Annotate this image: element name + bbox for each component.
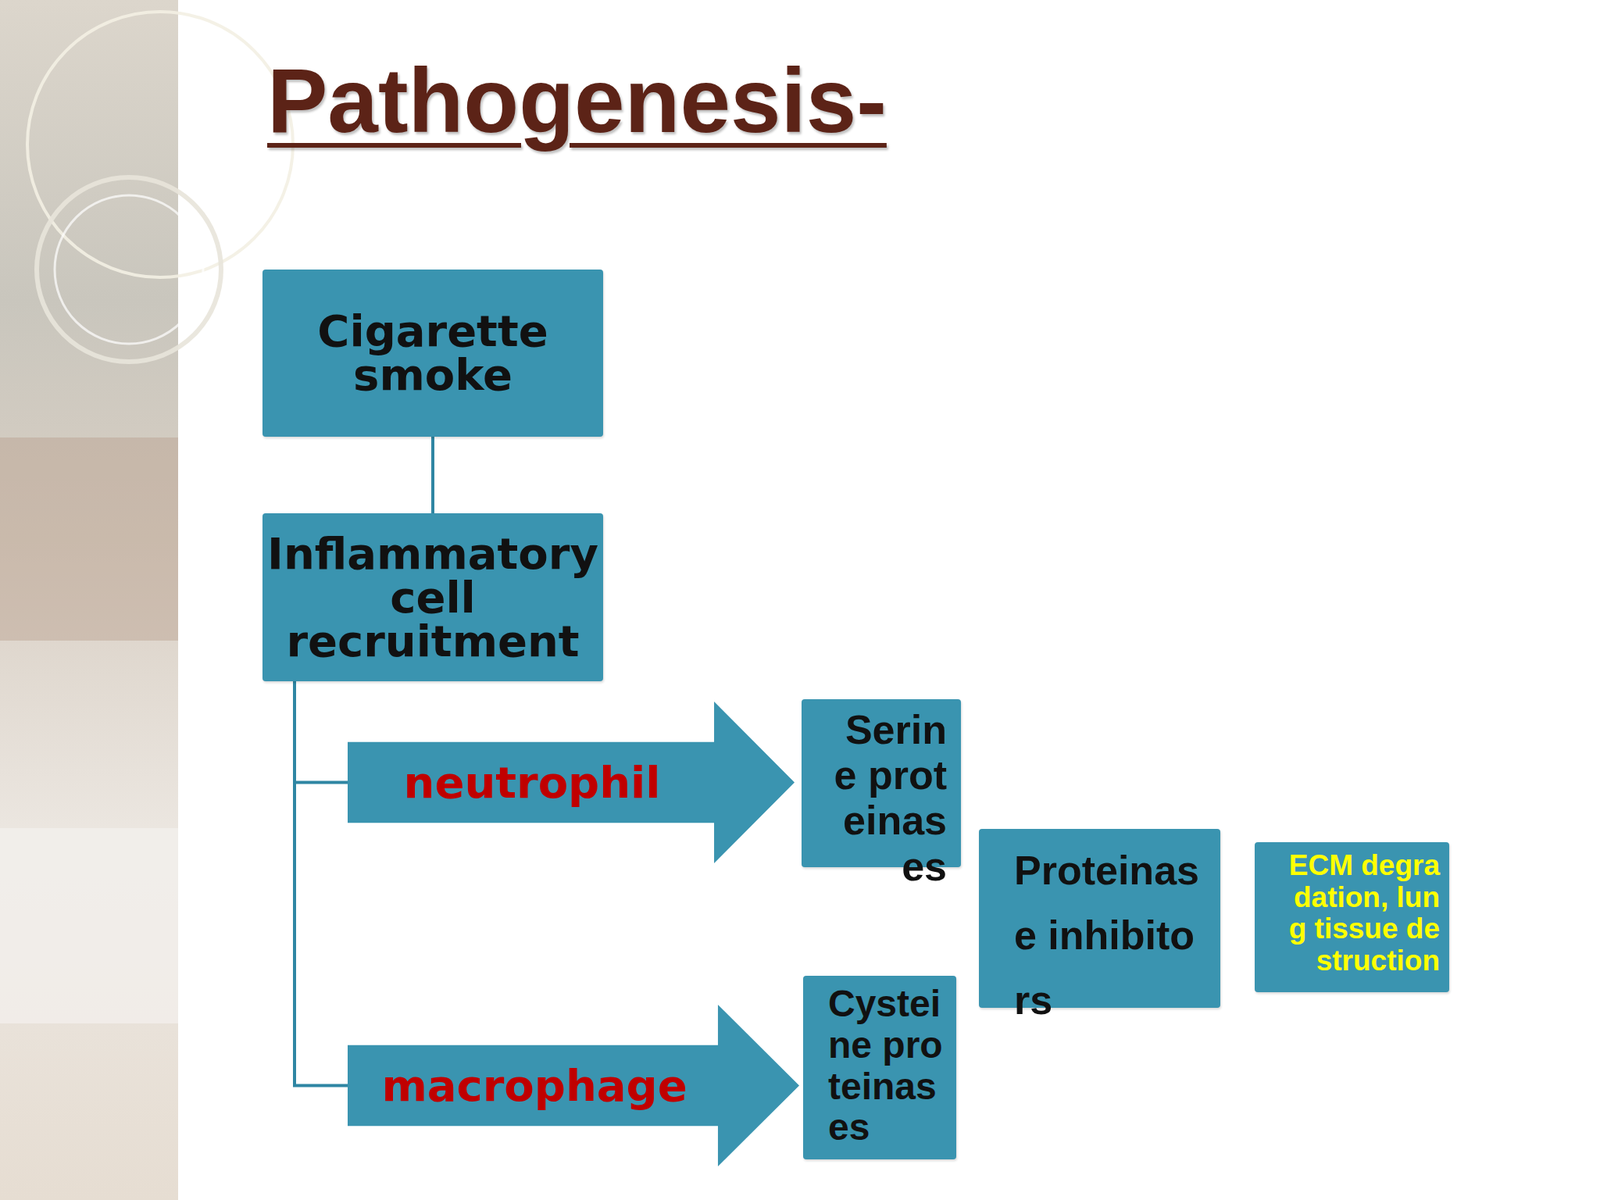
arrow-shape: neutrophil bbox=[347, 701, 795, 864]
process-box: Inflammatory cell recruitment bbox=[262, 513, 604, 682]
process-box: ECM degradation, lung tissue destruction bbox=[1254, 842, 1450, 993]
slide-title: Pathogenesis- bbox=[267, 48, 887, 154]
process-box: Serine proteinases bbox=[801, 699, 961, 868]
node-label: Cysteine proteinases bbox=[828, 983, 947, 1149]
arrow-body bbox=[347, 701, 795, 864]
arrow-shape: macrophage bbox=[347, 1004, 800, 1167]
node-label: macrophage bbox=[347, 1064, 722, 1108]
side-strip-shade bbox=[0, 437, 179, 641]
process-box: Proteinase inhibitors bbox=[978, 828, 1221, 1008]
deco-ring bbox=[54, 195, 204, 344]
process-box: Cysteine proteinases bbox=[803, 975, 957, 1160]
deco-ring bbox=[27, 11, 293, 278]
deco-ring bbox=[36, 177, 222, 362]
side-strip-shade bbox=[0, 828, 179, 1024]
node-label: Serine proteinases bbox=[831, 707, 947, 890]
node-label: neutrophil bbox=[347, 760, 717, 805]
node-label: Inflammatory cell recruitment bbox=[265, 532, 600, 664]
connector-line bbox=[294, 681, 348, 1086]
connector-line bbox=[294, 681, 348, 783]
arrow-body bbox=[347, 1004, 800, 1167]
process-box: Cigarette smoke bbox=[262, 269, 604, 437]
node-label: Cigarette smoke bbox=[270, 309, 596, 397]
node-label: Proteinase inhibitors bbox=[1014, 838, 1205, 1034]
node-label: ECM degradation, lung tissue destruction bbox=[1285, 850, 1440, 978]
connector-line bbox=[431, 436, 435, 514]
